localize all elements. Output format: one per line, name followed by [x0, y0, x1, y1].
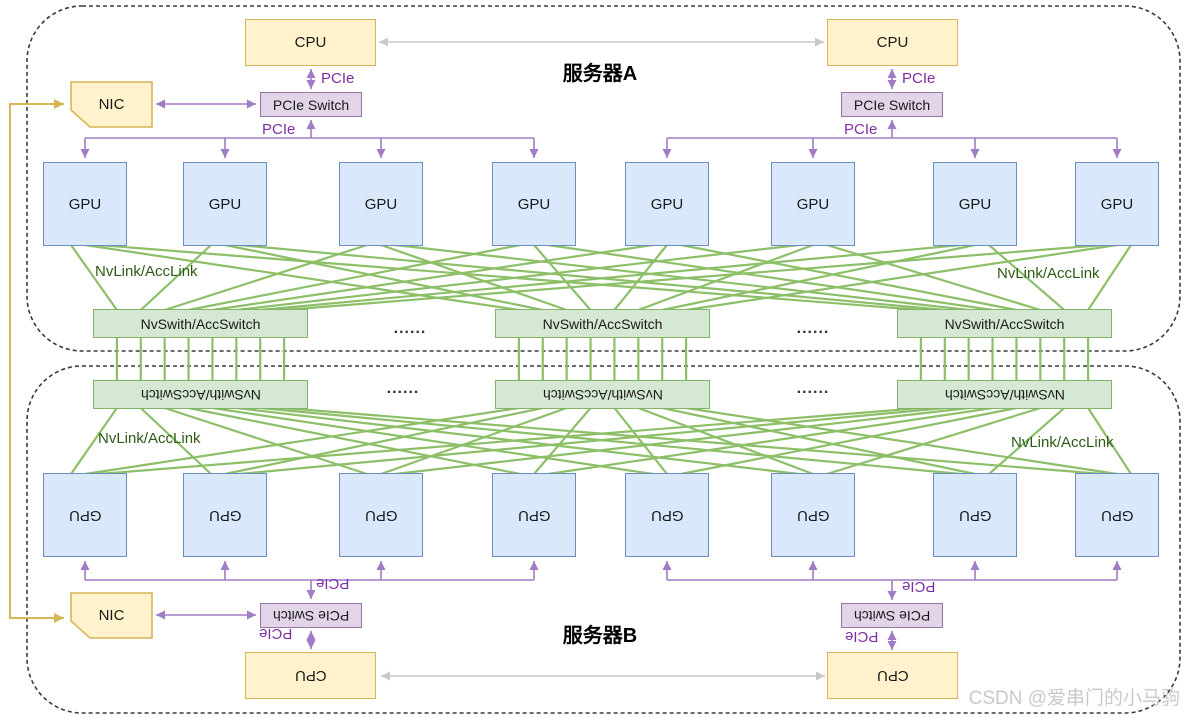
pcie-switch-node-a1: PCIe Switch	[260, 92, 362, 117]
pcie-switch-node-a2: PCIe Switch	[841, 92, 943, 117]
gpu-node-b4: GPU	[492, 473, 576, 557]
nvswitch-node-b1: NvSwith/AccSwitch	[93, 380, 308, 409]
nvswitch-node-a2: NvSwith/AccSwitch	[495, 309, 710, 338]
pcie-edge-label: PCIe	[902, 70, 936, 87]
ellipsis-label: ......	[796, 320, 830, 337]
gpu-node-b2: GPU	[183, 473, 267, 557]
pcie-edge-label: PCIe	[845, 628, 879, 645]
nvlink-edge-label: NvLink/AccLink	[997, 265, 1100, 282]
nic-node-b: NIC	[98, 607, 125, 624]
nvswitch-node-b2: NvSwith/AccSwitch	[495, 380, 710, 409]
pcie-edge-label: PCIe	[262, 121, 296, 138]
gpu-node-b3: GPU	[339, 473, 423, 557]
ellipsis-label: ......	[393, 320, 427, 337]
gpu-node-b7: GPU	[933, 473, 1017, 557]
watermark: CSDN @爱串门的小马驹	[968, 688, 1180, 709]
pcie-edge-label: PCIe	[902, 578, 936, 595]
nvswitch-node-a3: NvSwith/AccSwitch	[897, 309, 1112, 338]
gpu-node-a3: GPU	[339, 162, 423, 246]
server-a-label: 服务器A	[562, 63, 638, 85]
pcie-switch-node-b2: PCIe Switch	[841, 603, 943, 628]
cpu-node-a2: CPU	[827, 19, 958, 66]
gpu-node-a8: GPU	[1075, 162, 1159, 246]
pcie-edge-label: PCIe	[259, 625, 293, 642]
nvswitch-node-b3: NvSwith/AccSwitch	[897, 380, 1112, 409]
pcie-edge-label: PCIe	[316, 575, 350, 592]
nvlink-edge-label: NvLink/AccLink	[98, 430, 201, 447]
gpu-node-a5: GPU	[625, 162, 709, 246]
nvlink-edge-label: NvLink/AccLink	[95, 263, 198, 280]
ellipsis-label: ......	[386, 380, 420, 397]
cpu-node-b2: CPU	[827, 652, 958, 699]
server-b-label: 服务器B	[562, 625, 638, 647]
gpu-node-a2: GPU	[183, 162, 267, 246]
pcie-edge-label: PCIe	[321, 70, 355, 87]
gpu-node-b1: GPU	[43, 473, 127, 557]
cpu-node-a1: CPU	[245, 19, 376, 66]
nic-node-a: NIC	[98, 96, 125, 113]
pcie-edge-label: PCIe	[844, 121, 878, 138]
nvswitch-node-a1: NvSwith/AccSwitch	[93, 309, 308, 338]
gpu-node-a4: GPU	[492, 162, 576, 246]
gpu-node-b5: GPU	[625, 473, 709, 557]
ellipsis-label: ......	[796, 380, 830, 397]
gpu-node-a6: GPU	[771, 162, 855, 246]
cpu-node-b1: CPU	[245, 652, 376, 699]
nvlink-edge-label: NvLink/AccLink	[1011, 434, 1114, 451]
gpu-node-a7: GPU	[933, 162, 1017, 246]
pcie-switch-node-b1: PCIe Switch	[260, 603, 362, 628]
gpu-node-b8: GPU	[1075, 473, 1159, 557]
gpu-node-a1: GPU	[43, 162, 127, 246]
gpu-node-b6: GPU	[771, 473, 855, 557]
